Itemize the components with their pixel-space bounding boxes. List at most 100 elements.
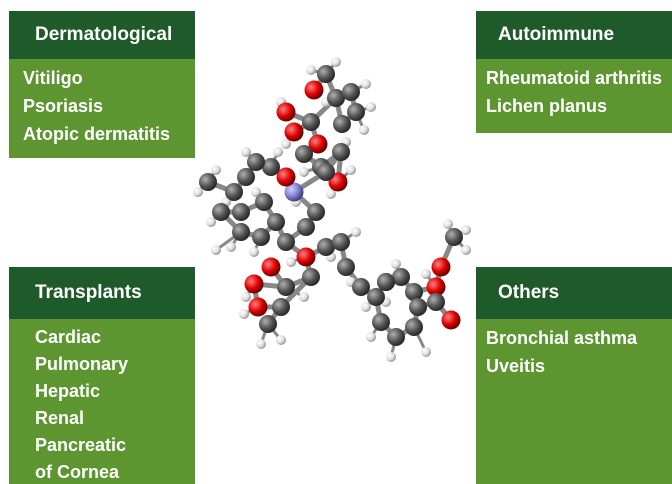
hydrogen-atom [241,292,251,302]
carbon-atom [199,173,217,191]
carbon-atom [317,65,335,83]
carbon-atom [377,273,395,291]
carbon-atom [307,203,325,221]
card-dermatological: Dermatological Vitiligo Psoriasis Atopic… [9,11,195,158]
carbon-atom [333,115,351,133]
carbon-atom [237,168,255,186]
card-transplants: Transplants Cardiac Pulmonary Hepatic Re… [9,267,195,484]
carbon-atom [277,278,295,296]
hydrogen-atom [331,57,341,67]
hydrogen-atom [206,217,216,227]
oxygen-atom [431,257,451,277]
hydrogen-atom [359,125,369,135]
hydrogen-atom [361,79,371,89]
list-item: Hepatic [35,381,101,401]
list-item: Atopic dermatitis [23,124,171,144]
carbon-atom [387,328,405,346]
oxygen-atom [244,274,264,294]
card-others-title: Others [476,267,672,319]
hydrogen-atom [226,242,236,252]
hydrogen-atom [386,352,396,362]
hydrogen-atom [211,165,221,175]
hydrogen-atom [366,102,376,112]
carbon-atom [405,283,423,301]
carbon-atom [392,268,410,286]
carbon-atom [262,158,280,176]
carbon-atom [225,183,243,201]
hydrogen-atom [211,245,221,255]
carbon-atom [247,153,265,171]
carbon-atom [409,298,427,316]
oxygen-atom [261,257,281,277]
carbon-atom [372,313,390,331]
carbon-atom [427,293,445,311]
card-others-list: Bronchial asthma Uveitis [476,319,672,484]
hydrogen-atom [421,347,431,357]
hydrogen-atom [286,257,296,267]
carbon-atom [332,233,350,251]
hydrogen-atom [421,269,431,279]
molecule-3d-model [193,57,471,362]
hydrogen-atom [461,245,471,255]
carbon-atom [337,258,355,276]
carbon-atom [272,298,290,316]
hydrogen-atom [461,225,471,235]
carbon-atom [327,89,345,107]
carbon-atom [352,278,370,296]
carbon-atom [259,315,277,333]
carbon-atom [255,193,273,211]
list-item: Pancreatic [35,435,127,455]
hydrogen-atom [299,292,309,302]
carbon-atom [295,145,313,163]
hydrogen-atom [241,147,251,157]
carbon-atom [317,163,335,181]
hydrogen-atom [273,147,283,157]
carbon-atom [342,83,360,101]
card-autoimmune: Autoimmune Rheumatoid arthritis Lichen p… [476,11,672,133]
hydrogen-atom [256,339,266,349]
list-item: Bronchial asthma [486,328,638,348]
hydrogen-atom [326,189,336,199]
list-item: Renal [35,408,85,428]
card-transplants-title: Transplants [9,267,195,319]
carbon-atom [302,113,320,131]
card-autoimmune-list: Rheumatoid arthritis Lichen planus [476,59,672,133]
list-item: of Cornea [35,462,120,482]
oxygen-atom [276,102,296,122]
hydrogen-atom [239,309,249,319]
card-dermatological-list: Vitiligo Psoriasis Atopic dermatitis [9,59,195,158]
carbon-atom [367,288,385,306]
oxygen-atom [276,167,296,187]
carbon-atom [405,318,423,336]
hydrogen-atom [193,187,203,197]
list-item: Uveitis [486,356,546,376]
carbon-atom [332,143,350,161]
carbon-atom [232,223,250,241]
card-dermatological-title: Dermatological [9,11,195,59]
oxygen-atom [441,310,461,330]
hydrogen-atom [299,167,309,177]
hydrogen-atom [276,335,286,345]
carbon-atom [212,203,230,221]
list-item: Pulmonary [35,354,129,374]
carbon-atom [267,213,285,231]
card-others: Others Bronchial asthma Uveitis [476,267,672,484]
carbon-atom [277,233,295,251]
hydrogen-atom [351,227,361,237]
hydrogen-atom [346,165,356,175]
oxygen-atom [248,297,268,317]
carbon-atom [297,218,315,236]
carbon-atom [252,228,270,246]
nitrogen-atom [284,182,304,202]
carbon-atom [347,103,365,121]
hydrogen-atom [366,332,376,342]
card-autoimmune-title: Autoimmune [476,11,672,59]
hydrogen-atom [443,219,453,229]
list-item: Rheumatoid arthritis [486,68,663,88]
oxygen-atom [284,122,304,142]
oxygen-atom [426,277,446,297]
list-item: Lichen planus [486,96,608,116]
carbon-atom [317,238,335,256]
carbon-atom [302,268,320,286]
hydrogen-atom [251,187,261,197]
